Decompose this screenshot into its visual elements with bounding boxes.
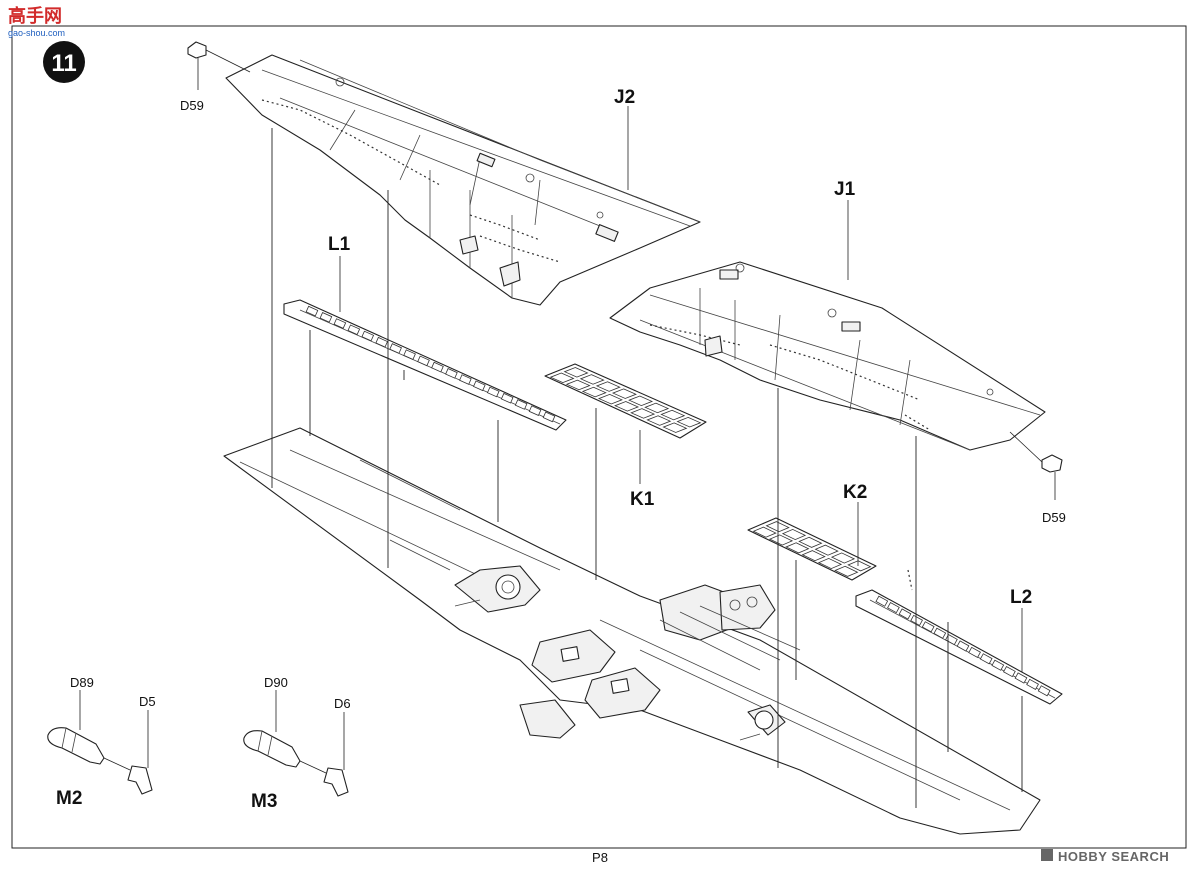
assembly-guides: [271, 128, 1023, 808]
grid-cell: [814, 544, 839, 556]
page-number: P8: [592, 850, 608, 865]
part-m2-bomb: D89 D5 M2: [47, 675, 156, 809]
grid-cell: [660, 409, 686, 421]
label-d89: D89: [70, 675, 94, 690]
grid-cell: [565, 379, 591, 391]
label-m3: M3: [251, 791, 277, 812]
grid-cell: [611, 388, 637, 399]
grid-cell: [581, 386, 607, 398]
rib-cell: [347, 324, 361, 336]
rib-cell: [979, 653, 993, 665]
grid-cell: [830, 552, 856, 564]
watermark-hobbysearch-text: HOBBY SEARCH: [1058, 849, 1169, 864]
grid-cell: [597, 393, 623, 405]
rib-cell: [445, 368, 458, 379]
rib-cell: [898, 608, 912, 620]
grid-cell: [785, 542, 810, 554]
rib-cell: [945, 634, 958, 646]
grid-cell: [579, 374, 605, 385]
grid-cell: [817, 557, 843, 570]
grid-cell: [644, 402, 670, 414]
grid-cell: [563, 367, 589, 378]
label-d6: D6: [334, 696, 351, 711]
rib-cell: [361, 330, 375, 342]
step-badge: 11: [43, 41, 85, 83]
rib-cell: [528, 405, 542, 416]
rib-cell: [1003, 666, 1016, 678]
watermark-logo-cn: 高手网: [8, 5, 62, 26]
rib-cell: [910, 614, 923, 626]
part-d59-right: D59: [1009, 431, 1066, 525]
label-k2: K2: [843, 482, 867, 503]
part-d59-left: D59: [180, 41, 251, 113]
grid-cell: [628, 395, 654, 407]
rib-cell: [542, 411, 556, 423]
label-k1: K1: [630, 489, 655, 510]
grid-cell: [662, 422, 688, 433]
rib-cell: [472, 380, 486, 392]
grid-cell: [676, 416, 702, 428]
rib-cell: [933, 627, 947, 639]
watermark-logo: 高手网 gao-shou.com: [8, 5, 65, 38]
label-d59-right: D59: [1042, 510, 1066, 525]
label-d5: D5: [139, 694, 156, 709]
part-j1-wing: [609, 261, 1046, 451]
grid-cell: [847, 560, 872, 572]
rib-cell: [991, 659, 1005, 671]
grid-cell: [614, 401, 640, 412]
rib-cell: [319, 312, 333, 323]
rib-cell: [431, 361, 444, 373]
rib-cell: [921, 621, 935, 633]
label-l1: L1: [328, 234, 351, 255]
rib-cell: [333, 318, 347, 329]
step-number: 11: [51, 50, 76, 77]
rib-cell: [887, 602, 900, 614]
rib-cell: [968, 646, 981, 658]
label-j2: J2: [614, 87, 635, 108]
rib-cell: [514, 399, 528, 410]
grid-cell: [798, 536, 823, 548]
rib-cell: [1014, 672, 1028, 684]
part-l2-strip: [855, 589, 1063, 705]
part-k1-panel: [544, 363, 707, 439]
rib-cell: [459, 374, 472, 385]
label-m2: M2: [56, 788, 82, 809]
grid-cell: [781, 528, 807, 541]
part-lower-wing-assembly: [223, 427, 1041, 835]
rib-cell: [305, 305, 319, 317]
page-frame: [11, 25, 1187, 849]
grid-cell: [768, 534, 794, 546]
grid-cell: [646, 415, 672, 426]
grid-cell: [801, 550, 826, 562]
watermark-logo-url: gao-shou.com: [8, 28, 65, 38]
rib-cell: [875, 595, 889, 607]
label-d90: D90: [264, 675, 288, 690]
rib-cell: [403, 349, 416, 360]
grid-cell: [752, 526, 777, 538]
label-d59-left: D59: [180, 98, 204, 113]
rib-cell: [1037, 685, 1051, 697]
watermark-hobbysearch: HOBBY SEARCH: [1041, 849, 1169, 864]
rib-cell: [486, 386, 500, 398]
grid-cell: [595, 381, 621, 392]
rib-cell: [1026, 678, 1039, 690]
grid-cell: [549, 372, 575, 384]
rib-cell: [500, 392, 514, 404]
rib-cell: [956, 640, 970, 652]
part-m3-bomb: D90 D6 M3: [243, 675, 351, 812]
part-j2-wing: [225, 54, 701, 306]
label-j1: J1: [834, 179, 856, 200]
rib-cell: [389, 343, 402, 354]
label-l2: L2: [1010, 587, 1032, 608]
rib-cell: [417, 355, 430, 367]
rib-cell: [375, 336, 389, 348]
grid-cell: [834, 565, 859, 577]
part-l1-strip: [283, 299, 567, 431]
part-k2-panel: [747, 517, 877, 581]
grid-cell: [630, 408, 656, 419]
